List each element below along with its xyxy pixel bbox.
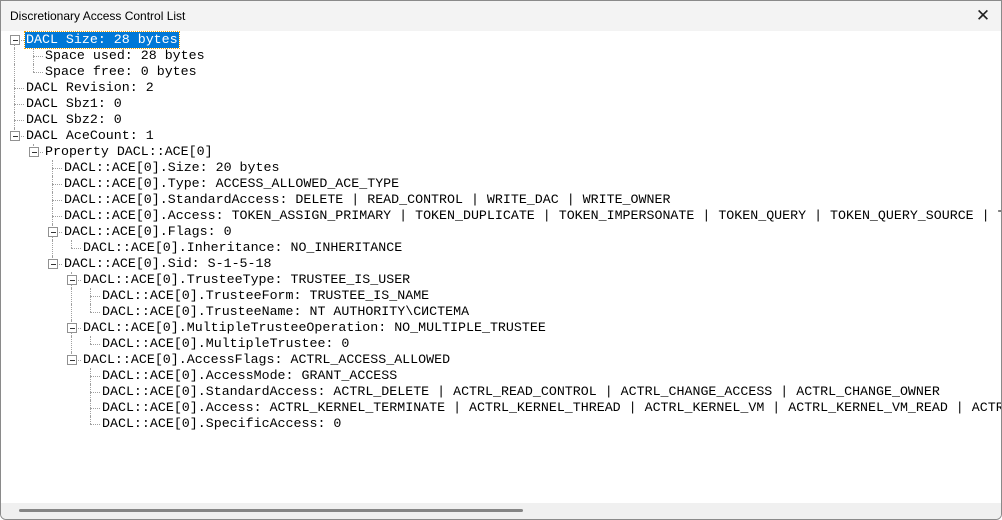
tree-connector	[71, 248, 81, 249]
tree-connector	[90, 376, 100, 377]
tree-connector	[90, 304, 91, 312]
tree-connector	[71, 336, 72, 352]
tree-connector	[14, 48, 15, 64]
collapse-toggle-icon[interactable]	[67, 323, 77, 333]
tree-connector	[71, 288, 72, 304]
tree-item-label: DACL AceCount: 1	[26, 128, 154, 143]
collapse-toggle-icon[interactable]	[29, 147, 39, 157]
tree-connector	[52, 240, 53, 256]
collapse-toggle-icon[interactable]	[10, 35, 20, 45]
collapse-toggle-icon[interactable]	[48, 259, 58, 269]
tree-connector	[52, 216, 62, 217]
tree-connector	[14, 104, 24, 105]
tree-item-label: DACL Sbz1: 0	[26, 96, 122, 111]
collapse-toggle-icon[interactable]	[67, 275, 77, 285]
tree-connector	[52, 184, 62, 185]
tree-connector	[33, 72, 43, 73]
tree-connector	[90, 312, 100, 313]
collapse-toggle-icon[interactable]	[10, 131, 20, 141]
tree-item-label: DACL::ACE[0].AccessFlags: ACTRL_ACCESS_A…	[83, 352, 451, 367]
tree-connector	[90, 392, 100, 393]
tree-connector	[33, 56, 43, 57]
tree-connector	[52, 168, 62, 169]
tree-connector	[90, 416, 91, 424]
tree-connector	[14, 64, 15, 80]
tree-connector	[90, 424, 100, 425]
tree-connector	[71, 240, 72, 248]
tree-item-label: DACL::ACE[0].Type: ACCESS_ALLOWED_ACE_TY…	[64, 176, 400, 191]
collapse-toggle-icon[interactable]	[48, 227, 58, 237]
tree-connector	[14, 120, 24, 121]
horizontal-scrollbar[interactable]	[1, 503, 1001, 519]
tree-item-label: DACL::ACE[0].TrusteeType: TRUSTEE_IS_USE…	[83, 272, 411, 287]
tree-connector	[90, 408, 100, 409]
tree-item-label: DACL::ACE[0].Inheritance: NO_INHERITANCE	[83, 240, 403, 255]
tree-item-label: DACL::ACE[0].TrusteeForm: TRUSTEE_IS_NAM…	[102, 288, 430, 303]
tree-item-label: DACL Revision: 2	[26, 80, 154, 95]
tree-item-label: Space free: 0 bytes	[45, 64, 197, 79]
tree-connector	[71, 304, 72, 320]
tree-item-label: DACL Size: 28 bytes	[24, 31, 180, 49]
tree-item-label: DACL::ACE[0].MultipleTrustee: 0	[102, 336, 350, 351]
tree-item-label: Space used: 28 bytes	[45, 48, 205, 63]
tree-item-label: DACL::ACE[0].StandardAccess: DELETE | RE…	[64, 192, 671, 207]
tree-item-label: DACL::ACE[0].Access: TOKEN_ASSIGN_PRIMAR…	[64, 208, 1001, 223]
close-icon[interactable]: ✕	[975, 6, 991, 25]
tree-item-label: DACL::ACE[0].TrusteeName: NT AUTHORITY\С…	[102, 304, 470, 319]
tree-item-label: DACL::ACE[0].Access: ACTRL_KERNEL_TERMIN…	[102, 400, 1001, 415]
tree-item-label: DACL::ACE[0].StandardAccess: ACTRL_DELET…	[102, 384, 940, 399]
tree-connector	[14, 88, 24, 89]
tree-item-label: DACL::ACE[0].SpecificAccess: 0	[102, 416, 342, 431]
tree-item-label: DACL::ACE[0].MultipleTrusteeOperation: N…	[83, 320, 546, 335]
tree-item-label: DACL::ACE[0].Flags: 0	[64, 224, 232, 239]
tree-connector	[90, 296, 100, 297]
tree-item-label: DACL Sbz2: 0	[26, 112, 122, 127]
tree-item-label: DACL::ACE[0].Sid: S-1-5-18	[64, 256, 272, 271]
tree-item-label: DACL::ACE[0].Size: 20 bytes	[64, 160, 280, 175]
tree-connector	[90, 344, 100, 345]
tree-connector	[33, 64, 34, 72]
window-title: Discretionary Access Control List	[10, 9, 186, 23]
tree-item-label: DACL::ACE[0].AccessMode: GRANT_ACCESS	[102, 368, 398, 383]
tree-item-label: Property DACL::ACE[0]	[45, 144, 213, 159]
tree-connector	[90, 336, 91, 344]
tree-connector	[52, 200, 62, 201]
title-bar: Discretionary Access Control List ✕	[1, 1, 1001, 31]
collapse-toggle-icon[interactable]	[67, 355, 77, 365]
scrollbar-thumb[interactable]	[19, 509, 523, 512]
